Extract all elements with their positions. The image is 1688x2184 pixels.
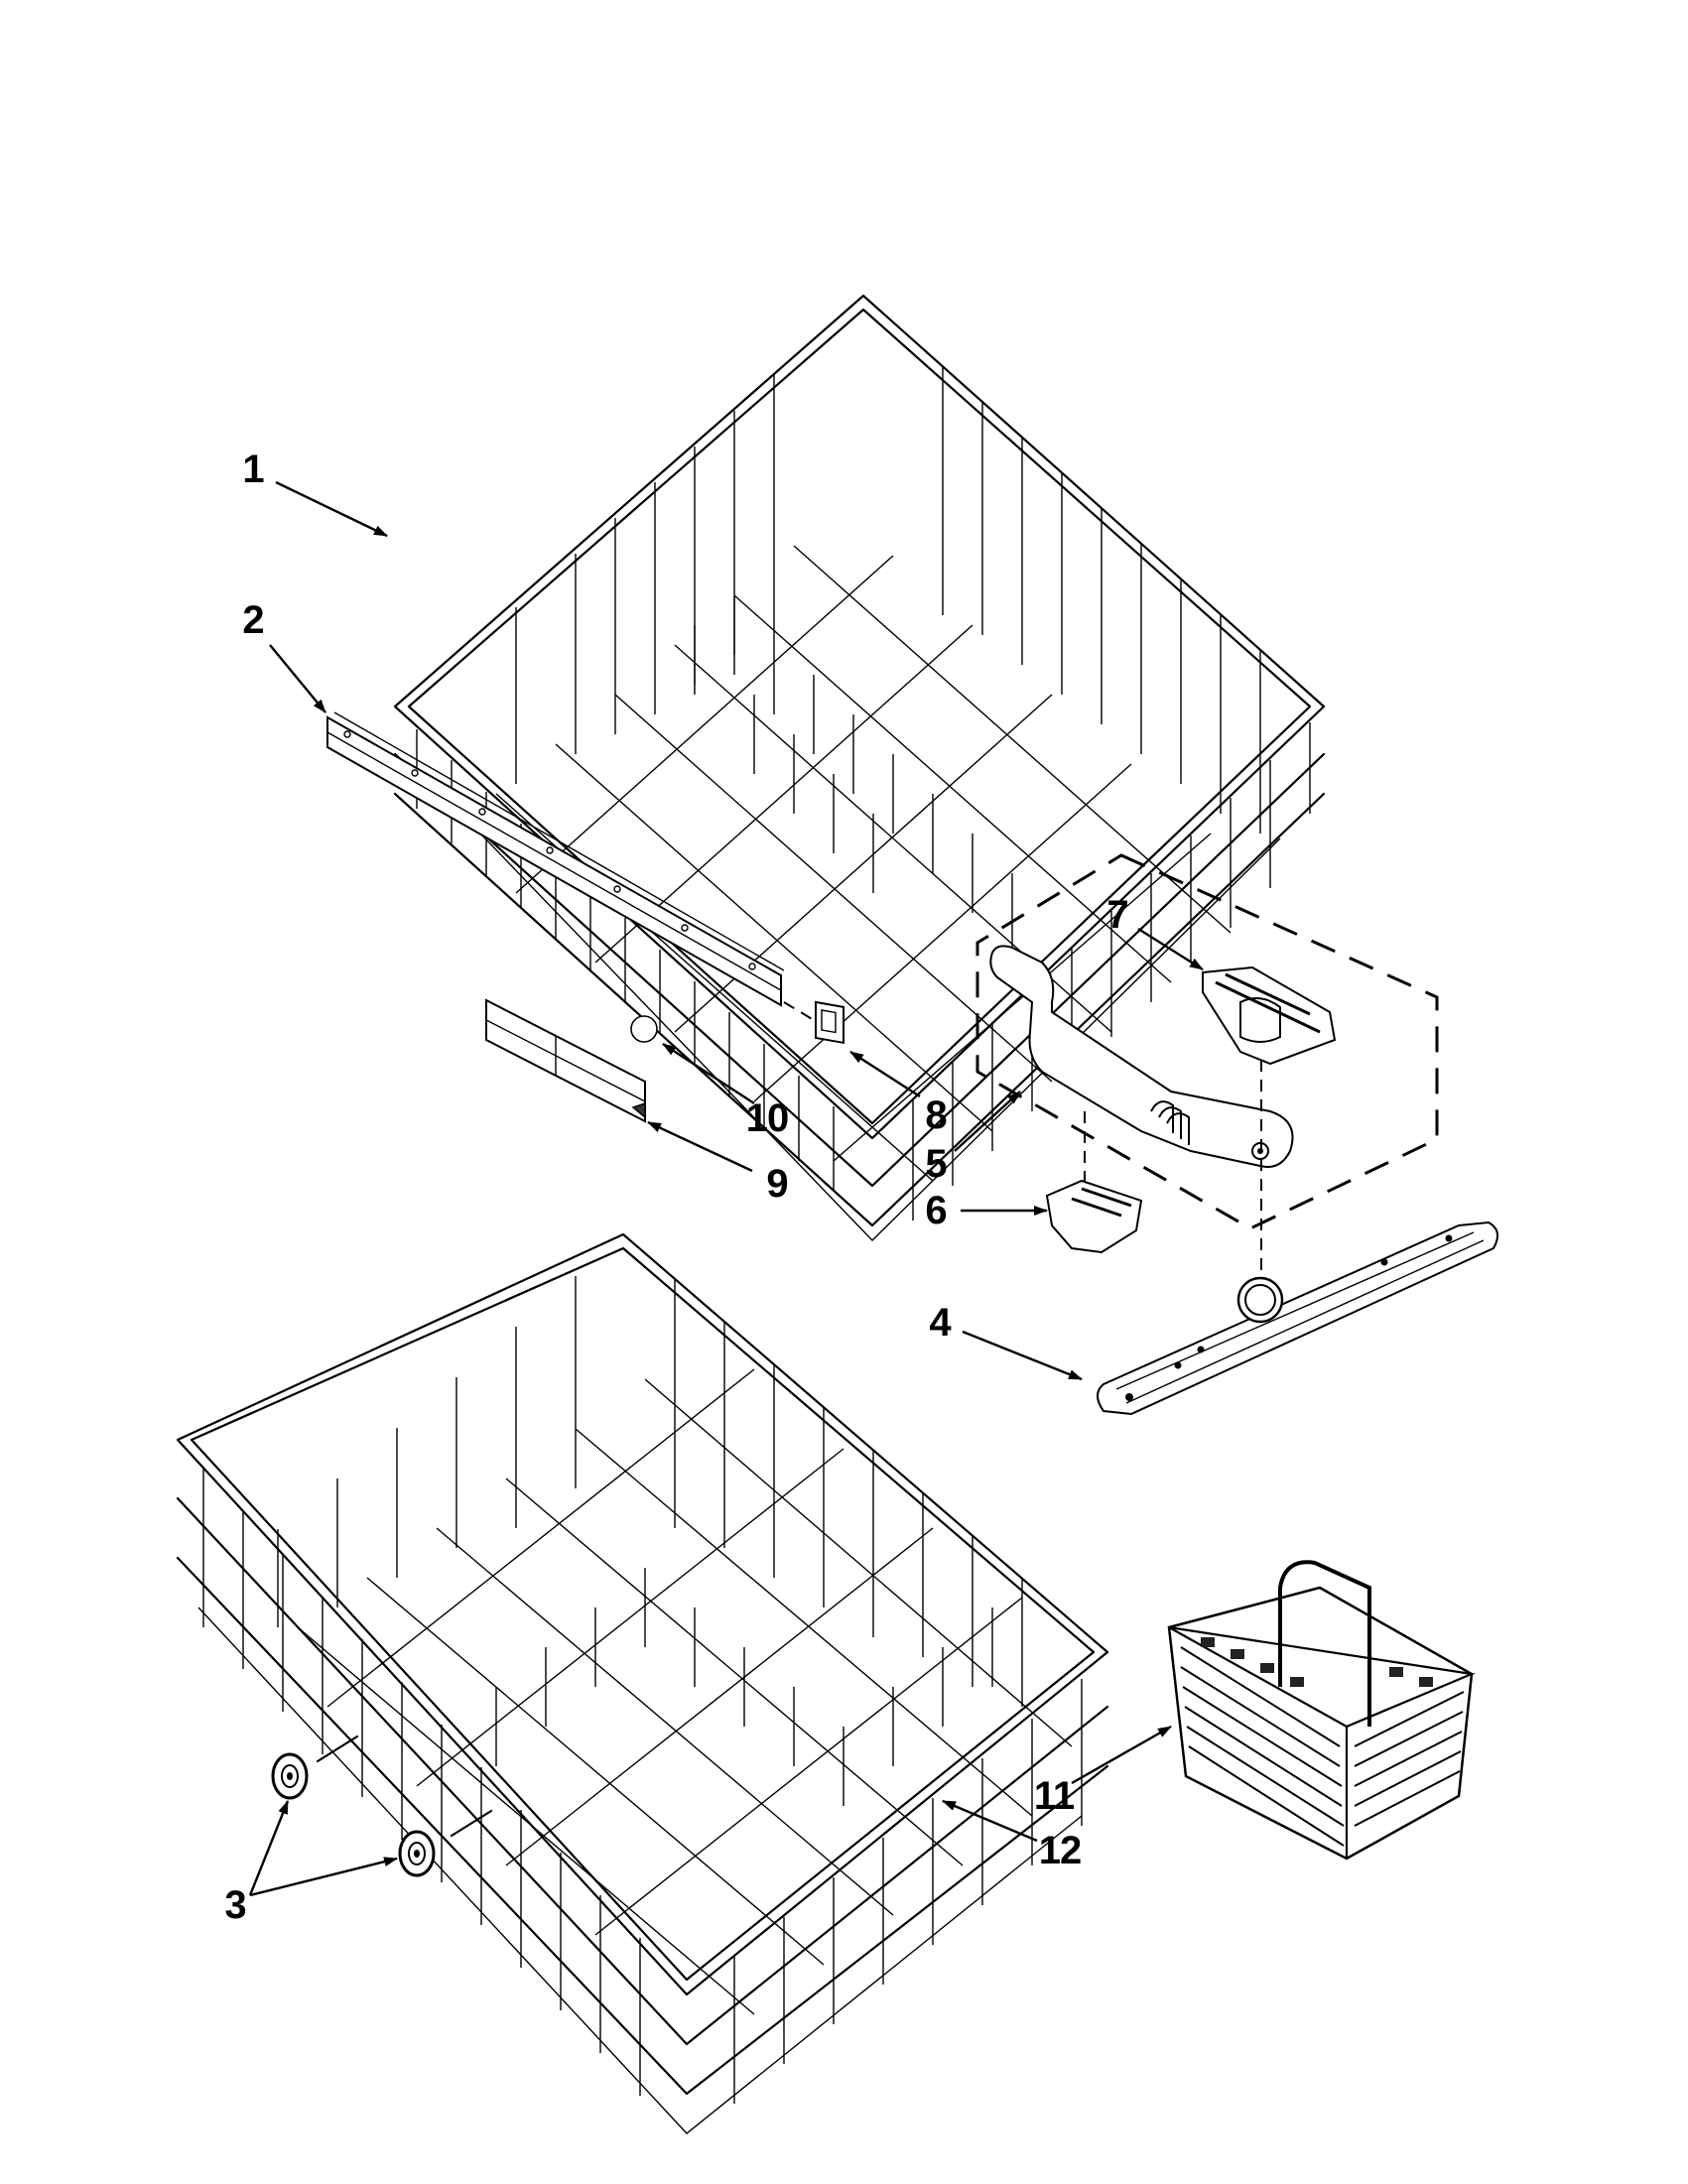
callout-1[interactable]: 1 — [242, 448, 264, 491]
callout-9[interactable]: 9 — [766, 1162, 788, 1206]
callout-5[interactable]: 5 — [925, 1142, 947, 1186]
callout-12[interactable]: 12 — [1038, 1829, 1082, 1872]
upper-spray-arm[interactable] — [1097, 1220, 1498, 1416]
lower-dishrack[interactable] — [176, 1232, 1109, 2134]
ball[interactable] — [630, 1015, 658, 1043]
callout-3[interactable]: 3 — [224, 1883, 246, 1927]
assembly-boundary — [975, 853, 1439, 1230]
callout-2[interactable]: 2 — [242, 598, 264, 642]
callout-7[interactable]: 7 — [1106, 893, 1128, 937]
silverware-basket[interactable] — [1167, 1560, 1477, 1861]
spray-arm-mount[interactable] — [1202, 965, 1337, 1066]
callout-10[interactable]: 10 — [745, 1096, 789, 1140]
callout-4[interactable]: 4 — [929, 1301, 951, 1345]
callout-8[interactable]: 8 — [925, 1093, 947, 1137]
callout-11[interactable]: 11 — [1033, 1774, 1075, 1818]
rack-rail[interactable] — [326, 711, 815, 1021]
rack-wheels[interactable] — [271, 1752, 436, 1877]
leader-lines — [248, 480, 1204, 1897]
rail-end-cap[interactable] — [815, 1000, 844, 1045]
rail-stop[interactable] — [485, 998, 646, 1123]
callout-6[interactable]: 6 — [925, 1189, 947, 1232]
tube-clip[interactable] — [1045, 1179, 1143, 1254]
